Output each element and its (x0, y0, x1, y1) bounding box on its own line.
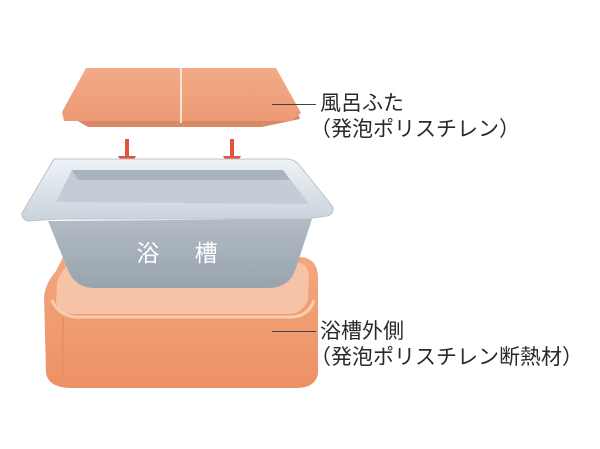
tub-body (48, 219, 312, 288)
bathtub: 浴 槽 (21, 158, 334, 288)
lid-label-name: 風呂ふた (320, 91, 404, 115)
insulation-callout: 浴槽外側 （発泡ポリスチレン断熱材） (310, 318, 583, 370)
tub-label: 浴 槽 (136, 241, 231, 267)
insulation-label-name: 浴槽外側 (320, 319, 404, 343)
lid-leader-line (272, 104, 316, 105)
insulation-leader-line (272, 331, 316, 332)
insulation-front-rim (50, 299, 316, 319)
lid-right-half (181, 68, 301, 121)
lid-callout: 風呂ふた （発泡ポリスチレン） (310, 90, 520, 142)
tub-basin-shadow (72, 170, 290, 180)
lid-left-half (62, 68, 181, 121)
lid-label-material: （発泡ポリスチレン） (310, 117, 520, 141)
insulation-label-material: （発泡ポリスチレン断熱材） (310, 345, 583, 369)
bath-lid (62, 68, 301, 127)
